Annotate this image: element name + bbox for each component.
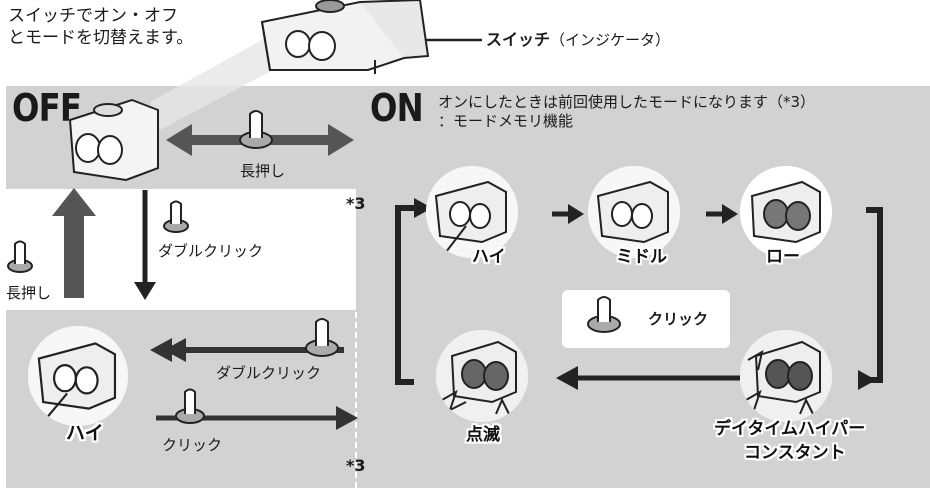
arrow-daytime-flash-head	[556, 366, 578, 390]
mode-icon-low	[740, 166, 832, 258]
mode-icon-middle	[588, 166, 680, 258]
star-ref-bottom: *3	[346, 456, 366, 475]
finger-press-icon-double	[305, 318, 339, 357]
mode-label-high: ハイ	[472, 247, 506, 267]
mode-icon-daytime	[740, 330, 832, 422]
light-top-illustration	[260, 0, 430, 74]
on-panel	[356, 86, 930, 488]
star-ref-on: *3	[346, 194, 366, 213]
double-click-label-bottom: ダブルクリック	[216, 364, 322, 382]
double-click-arrow-head-b	[164, 338, 186, 362]
finger-press-icon-left	[7, 240, 33, 273]
arrow-middle-low-head	[722, 204, 738, 224]
long-press-arrow-right-head	[328, 124, 354, 156]
long-press-arrow-left-head	[166, 124, 192, 156]
finger-press-icon-click	[175, 388, 205, 424]
long-press-label-left: 長押し	[6, 284, 52, 302]
mode-label-bottom-high: ハイ	[66, 422, 104, 444]
down-arrow-head	[134, 282, 156, 300]
finger-press-icon-down	[163, 200, 189, 233]
mode-icon-flash	[436, 330, 528, 422]
light-off-illustration	[68, 98, 159, 182]
switch-label: スイッチ（インジケータ）	[486, 26, 670, 50]
click-label-center: クリック	[648, 310, 709, 328]
mode-label-flash: 点滅	[466, 425, 500, 445]
switch-label-bold: スイッチ	[486, 30, 551, 49]
finger-press-icon-center	[587, 296, 621, 333]
switch-label-rest: （インジケータ）	[550, 31, 671, 49]
beam-wedge	[150, 30, 292, 130]
long-press-label-top: 長押し	[240, 162, 286, 180]
mode-icon-high	[426, 166, 518, 258]
off-title: OFF	[12, 86, 82, 130]
click-arrow-head	[336, 406, 358, 430]
up-arrow-shaft	[64, 214, 84, 298]
cycle-arrow-to-daytime	[858, 370, 876, 390]
click-label-bottom: クリック	[162, 436, 223, 454]
mode-label-daytime-2: コンスタント	[744, 443, 846, 463]
mode-icon-bottom-high	[28, 326, 128, 426]
on-note: オンにしたときは前回使用したモードになります（*3） ：モードメモリ機能	[438, 93, 816, 130]
double-click-label-down: ダブルクリック	[158, 242, 264, 260]
double-click-arrow-head-a	[150, 338, 172, 362]
mode-label-low: ロー	[766, 247, 800, 267]
mode-label-middle: ミドル	[616, 247, 667, 267]
on-title: ON	[370, 86, 424, 130]
mode-label-daytime-1: デイタイムハイパー	[714, 419, 866, 439]
cycle-arrow-to-high	[414, 198, 432, 218]
finger-press-icon-top	[239, 110, 273, 149]
arrow-high-middle-head	[568, 204, 584, 224]
intro-text: スイッチでオン・オフ とモードを切替えます。	[8, 6, 194, 48]
up-arrow-head	[52, 188, 96, 216]
